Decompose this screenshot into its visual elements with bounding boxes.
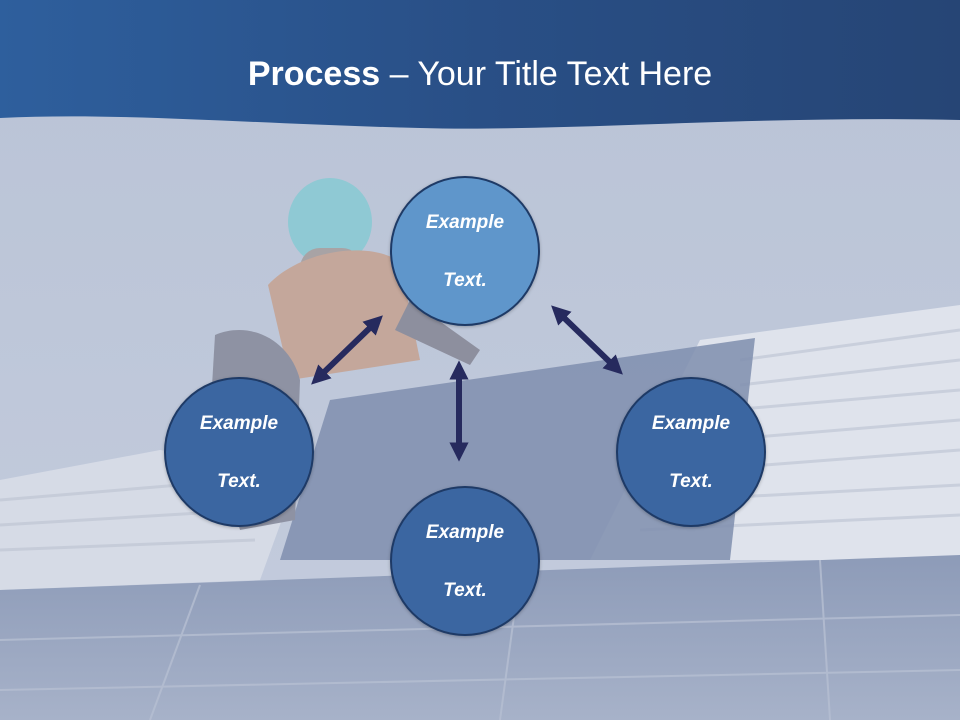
node-right-line1: Example xyxy=(651,412,731,434)
node-top-line1: Example xyxy=(425,211,505,233)
title-bold: Process xyxy=(247,55,381,93)
node-right-line2: Text. xyxy=(669,470,713,492)
node-left-line2: Text. xyxy=(217,470,261,492)
title-rest: – Your Title Text Here xyxy=(380,55,713,93)
slide-title: Process – Your Title Text Here xyxy=(0,52,960,96)
node-bottom-line2: Text. xyxy=(443,579,487,601)
node-left-line1: Example xyxy=(199,412,279,434)
node-top-line2: Text. xyxy=(443,269,487,291)
node-bottom-line1: Example xyxy=(425,521,505,543)
